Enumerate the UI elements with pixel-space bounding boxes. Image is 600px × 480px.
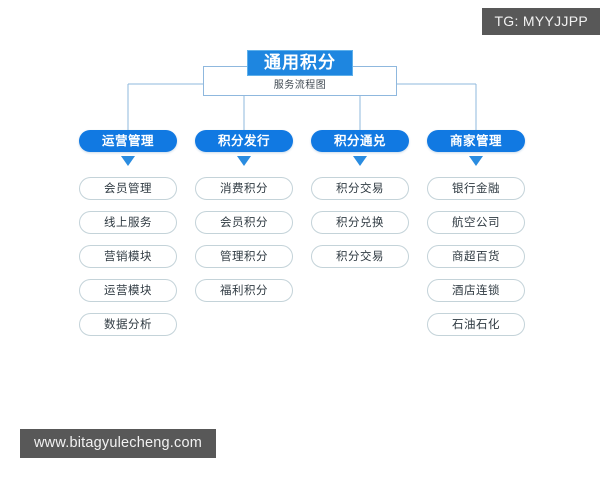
down-arrow-icon [353, 156, 367, 166]
item-pill[interactable]: 营销模块 [79, 245, 177, 268]
down-arrow-icon [121, 156, 135, 166]
category-header-points-exchange[interactable]: 积分通兑 [311, 130, 409, 152]
diagram-subtitle: 服务流程图 [273, 80, 327, 91]
category-header-points-issuance[interactable]: 积分发行 [195, 130, 293, 152]
item-pill[interactable]: 酒店连锁 [427, 279, 525, 302]
item-pill[interactable]: 数据分析 [79, 313, 177, 336]
item-pill[interactable]: 积分交易 [311, 245, 409, 268]
item-pill[interactable]: 福利积分 [195, 279, 293, 302]
watermark-top-right: TG: MYYJJPP [482, 8, 600, 35]
item-pill[interactable]: 线上服务 [79, 211, 177, 234]
item-pill[interactable]: 积分交易 [311, 177, 409, 200]
item-pill[interactable]: 会员管理 [79, 177, 177, 200]
item-pill[interactable]: 会员积分 [195, 211, 293, 234]
diagram-title: 通用积分 [247, 50, 353, 76]
item-pill[interactable]: 消费积分 [195, 177, 293, 200]
item-pill[interactable]: 航空公司 [427, 211, 525, 234]
category-header-merchant-management[interactable]: 商家管理 [427, 130, 525, 152]
item-pill[interactable]: 运营模块 [79, 279, 177, 302]
item-pill[interactable]: 管理积分 [195, 245, 293, 268]
item-pill[interactable]: 商超百货 [427, 245, 525, 268]
watermark-bottom-left: www.bitagyulecheng.com [20, 429, 217, 458]
category-header-operations[interactable]: 运营管理 [79, 130, 177, 152]
title-outline-box [203, 66, 397, 96]
item-pill[interactable]: 石油石化 [427, 313, 525, 336]
down-arrow-icon [237, 156, 251, 166]
down-arrow-icon [469, 156, 483, 166]
item-pill[interactable]: 积分兑换 [311, 211, 409, 234]
item-pill[interactable]: 银行金融 [427, 177, 525, 200]
